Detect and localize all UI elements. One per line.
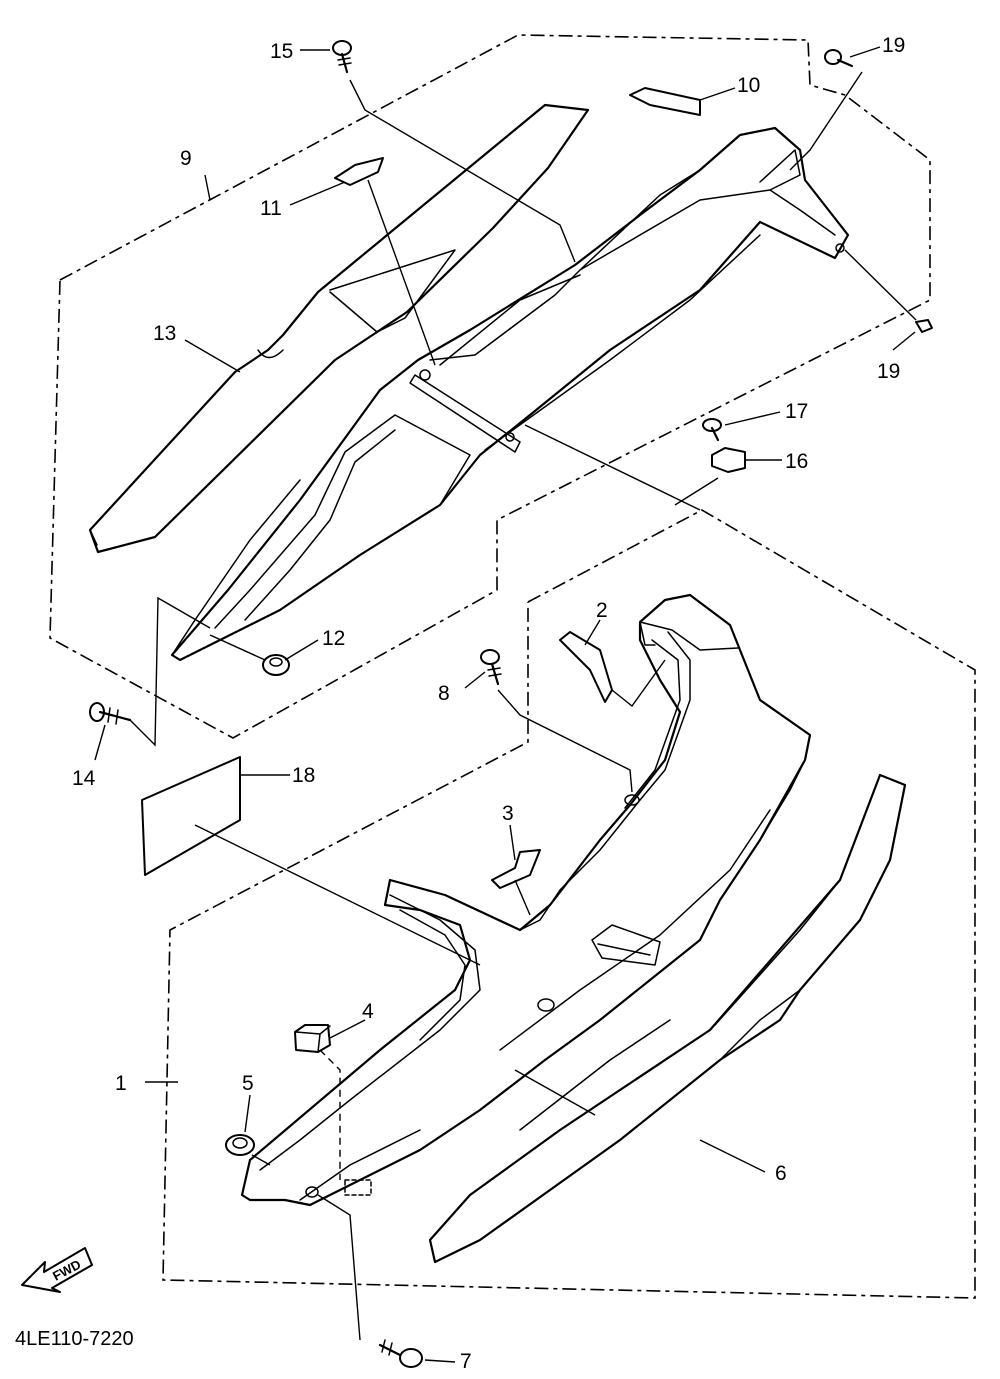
part-3-pad bbox=[491, 849, 541, 889]
fwd-arrow: FWD bbox=[21, 1247, 93, 1293]
label-14: 14 bbox=[72, 767, 96, 790]
label-17: 17 bbox=[785, 400, 808, 423]
part-10-strip bbox=[629, 87, 701, 116]
label-3: 3 bbox=[502, 802, 514, 825]
label-15: 15 bbox=[270, 40, 293, 63]
label-leaders bbox=[94, 46, 916, 1363]
part-19-screw-top bbox=[824, 49, 854, 68]
part-9-rear-cowl bbox=[170, 126, 850, 662]
part-12-grommet bbox=[262, 654, 290, 676]
part-7-bolt bbox=[378, 1339, 423, 1368]
part-6-side-cover bbox=[428, 773, 907, 1264]
part-14-screw bbox=[89, 702, 132, 725]
part-1-cover-assembly bbox=[240, 593, 812, 1207]
part-19-screw-right bbox=[915, 319, 933, 333]
label-18: 18 bbox=[292, 764, 315, 787]
part-11-pad bbox=[334, 157, 384, 186]
label-9: 9 bbox=[180, 147, 192, 170]
label-11: 11 bbox=[260, 197, 282, 220]
part-8-screw bbox=[480, 649, 502, 686]
label-5: 5 bbox=[242, 1072, 254, 1095]
label-10: 10 bbox=[737, 74, 760, 97]
connector-lines bbox=[129, 71, 917, 1341]
part-18-label-sheet bbox=[141, 756, 241, 876]
label-2: 2 bbox=[596, 599, 608, 622]
part-4-block bbox=[294, 1024, 331, 1053]
part-15-screw bbox=[332, 40, 352, 74]
part-number-labels: 15 9 11 13 10 19 19 17 16 12 14 18 2 8 3… bbox=[72, 34, 905, 1373]
part-17-screw bbox=[702, 418, 722, 442]
label-1: 1 bbox=[115, 1072, 127, 1095]
lower-assembly-boundary bbox=[162, 509, 976, 1299]
label-7: 7 bbox=[460, 1350, 472, 1373]
part-13-panel bbox=[88, 103, 590, 554]
diagram-code: 4LE110-7220 bbox=[15, 1328, 134, 1350]
label-16: 16 bbox=[785, 450, 808, 473]
part-5-grommet bbox=[225, 1134, 255, 1156]
label-4: 4 bbox=[362, 1000, 374, 1023]
label-8: 8 bbox=[438, 682, 450, 705]
label-12: 12 bbox=[322, 627, 345, 650]
label-19-top: 19 bbox=[882, 34, 905, 57]
label-13: 13 bbox=[153, 322, 176, 345]
label-19-right: 19 bbox=[877, 360, 900, 383]
part-16-clip-nut bbox=[711, 447, 746, 473]
label-6: 6 bbox=[775, 1162, 787, 1185]
upper-assembly-boundary bbox=[49, 34, 931, 739]
